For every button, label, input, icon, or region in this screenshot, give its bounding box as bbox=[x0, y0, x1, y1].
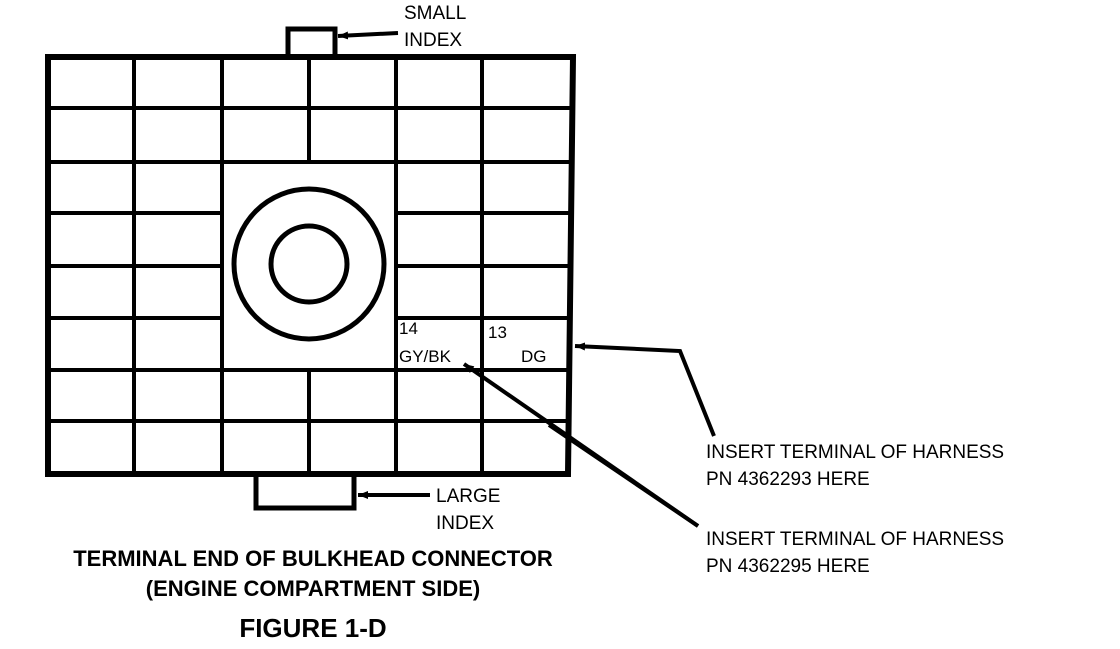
figure-label: FIGURE 1-D bbox=[239, 613, 386, 643]
large-index-label: LARGE bbox=[436, 486, 500, 507]
harness-b-label: PN 4362295 HERE bbox=[706, 556, 870, 577]
mounting-boss-inner bbox=[268, 223, 350, 305]
large-index-tab bbox=[253, 471, 357, 511]
large-index-label: INDEX bbox=[436, 513, 494, 534]
terminal-13-number: 13 bbox=[488, 323, 507, 342]
harness-b-leader-13 bbox=[547, 423, 700, 528]
harness-a-label: INSERT TERMINAL OF HARNESS bbox=[706, 442, 1004, 463]
caption-line-1: TERMINAL END OF BULKHEAD CONNECTOR bbox=[73, 546, 553, 571]
harness-b-label: INSERT TERMINAL OF HARNESS bbox=[706, 529, 1004, 550]
terminal-13-wire: DG bbox=[521, 347, 547, 366]
small-index-label: SMALL bbox=[404, 3, 466, 24]
harness-a-label: PN 4362293 HERE bbox=[706, 469, 870, 490]
harness-a-leader bbox=[574, 342, 716, 437]
caption-line-2: (ENGINE COMPARTMENT SIDE) bbox=[146, 576, 480, 601]
small-index-label: INDEX bbox=[404, 30, 462, 51]
terminal-14-wire: GY/BK bbox=[399, 347, 452, 366]
small-index-arrow bbox=[337, 31, 399, 40]
terminal-14-number: 14 bbox=[399, 319, 418, 338]
